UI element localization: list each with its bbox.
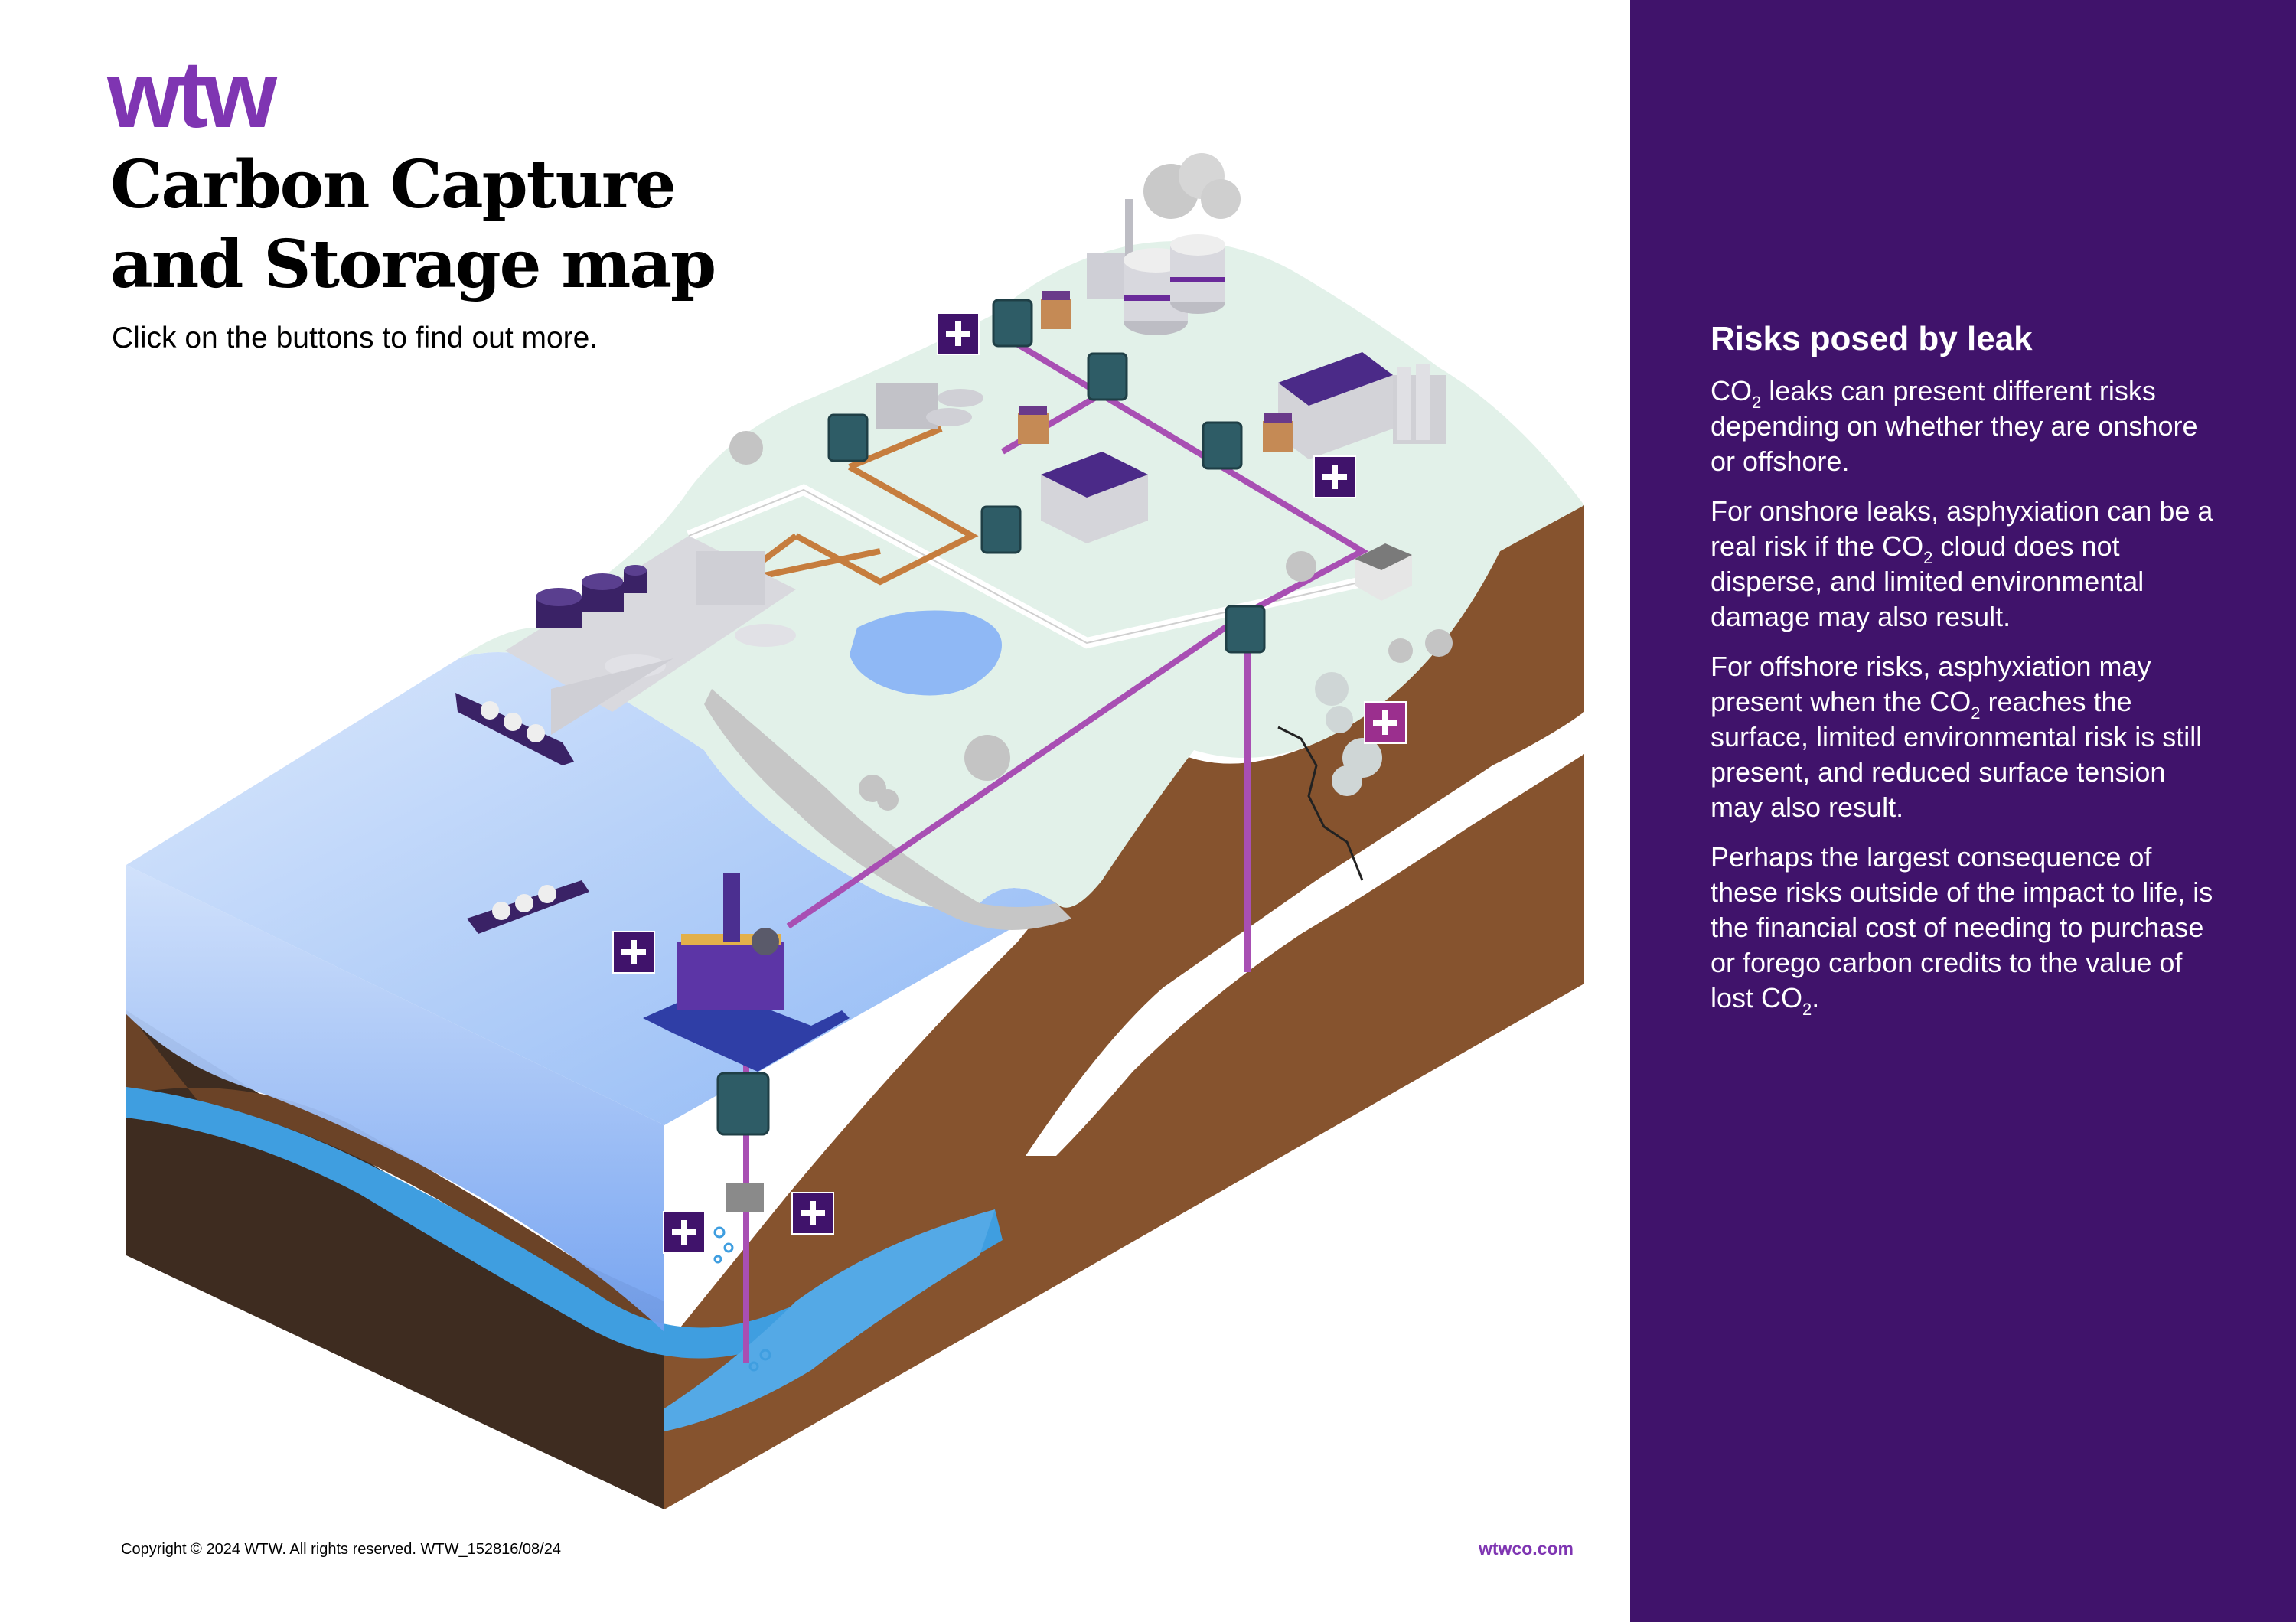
soil-left-layer	[126, 1010, 664, 1347]
compressor-building	[1041, 452, 1148, 543]
p1-subscript: 2	[1752, 393, 1762, 412]
co2-pipeline	[743, 341, 1369, 1363]
p1-text-b: leaks can present different risks depend…	[1711, 375, 2198, 477]
page-title: Carbon Capture and Storage map	[110, 145, 716, 305]
leak-cloud	[1315, 672, 1382, 796]
beach	[704, 689, 1071, 930]
sea-volume	[126, 865, 664, 1332]
p3-subscript: 2	[1971, 703, 1981, 723]
industrial-hall	[1278, 352, 1446, 459]
plus-icon	[1371, 709, 1399, 736]
p3-text-a: For offshore risks, asphyxiation may pre…	[1711, 651, 2151, 717]
capture-unit-3	[1263, 413, 1293, 452]
inland-lake	[850, 610, 1002, 696]
plus-icon	[799, 1199, 827, 1227]
reservoir-seam	[126, 1087, 1003, 1359]
port-terminal	[505, 536, 796, 735]
ship-at-sea	[467, 880, 589, 934]
panel-paragraph-1: CO2 leaks can present different risks de…	[1711, 374, 2216, 479]
p2-subscript: 2	[1923, 548, 1933, 567]
panel-body: CO2 leaks can present different risks de…	[1711, 374, 2216, 1030]
sea-surface	[126, 652, 1056, 1125]
website-link[interactable]: wtwco.com	[1479, 1539, 1574, 1558]
sensor-gauges	[716, 299, 1266, 1136]
info-panel: Risks posed by leak CO2 leaks can presen…	[1630, 0, 2296, 1622]
ship-docked	[455, 693, 574, 765]
p4-text-a: Perhaps the largest consequence of these…	[1711, 841, 2213, 1013]
instruction-text: Click on the buttons to find out more.	[112, 321, 598, 354]
p4-subscript: 2	[1802, 1000, 1812, 1019]
p2-text-a: For onshore leaks, asphyxiation can be a…	[1711, 495, 2213, 562]
panel-paragraph-4: Perhaps the largest consequence of these…	[1711, 840, 2216, 1019]
trees	[729, 431, 1453, 811]
panel-heading: Risks posed by leak	[1711, 320, 2033, 357]
plus-icon	[620, 938, 647, 966]
storage-tanks-mid	[876, 383, 983, 429]
plus-icon	[1321, 463, 1349, 491]
co2-bubbles	[713, 1226, 771, 1372]
storage-shed	[1355, 543, 1412, 601]
title-line-1: Carbon Capture	[110, 146, 677, 224]
title-line-2: and Storage map	[110, 226, 716, 303]
reservoir-pocket	[664, 1209, 995, 1431]
p1-text-a: CO	[1711, 375, 1752, 406]
wellhead-block	[726, 1183, 764, 1212]
offshore-platform	[643, 873, 850, 1072]
plus-icon	[944, 320, 972, 348]
hotspot-offshore-platform[interactable]	[612, 931, 655, 974]
p2-text-b: cloud does not disperse, and limited env…	[1711, 530, 2144, 632]
p4-text-b: .	[1812, 982, 1820, 1013]
capture-unit-2	[1018, 406, 1049, 444]
panel-paragraph-2: For onshore leaks, asphyxiation can be a…	[1711, 494, 2216, 635]
hotspot-onshore-leak[interactable]	[1364, 701, 1407, 744]
left-panel: wtw Carbon Capture and Storage map Click…	[107, 42, 1584, 1558]
plus-icon	[670, 1219, 698, 1246]
aquifer-seam	[1026, 712, 1584, 1156]
hotspot-subsea-right[interactable]	[791, 1192, 834, 1235]
hotspot-industrial-capture[interactable]	[1313, 455, 1356, 498]
p3-text-b: reaches the surface, limited environment…	[1711, 686, 2203, 823]
panel-paragraph-3: For offshore risks, asphyxiation may pre…	[1711, 649, 2216, 825]
ground-crack	[1277, 726, 1364, 881]
hotspot-power-station[interactable]	[937, 312, 980, 355]
wtw-logo: wtw	[107, 42, 277, 148]
power-station	[1087, 153, 1241, 335]
copyright-text: Copyright © 2024 WTW. All rights reserve…	[121, 1541, 561, 1558]
capture-unit-1	[1041, 291, 1071, 329]
ccs-isometric-map	[126, 153, 1584, 1509]
road-edge	[688, 488, 1363, 645]
hotspot-subsea-left[interactable]	[663, 1211, 706, 1254]
